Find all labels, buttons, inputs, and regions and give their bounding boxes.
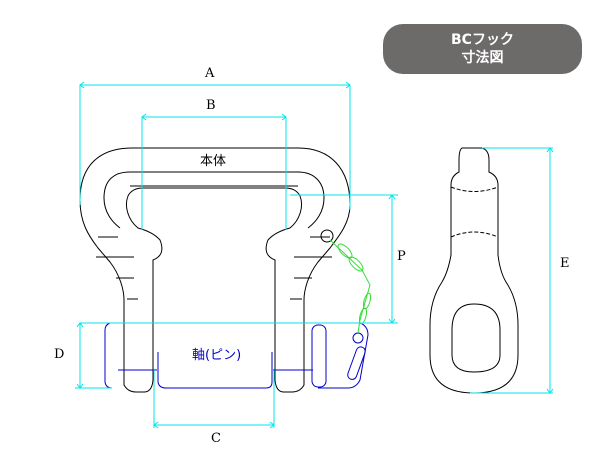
dimension-label-a: A — [204, 66, 215, 81]
hook-body-front — [79, 147, 351, 393]
dimension-label-c: C — [211, 431, 221, 446]
dimension-label-p: P — [397, 249, 406, 264]
dimension-label-e: E — [560, 256, 570, 271]
pin — [104, 322, 369, 389]
badge-title: BCフック — [451, 32, 514, 48]
dimension-label-b: B — [206, 98, 216, 113]
dimension-label-d: D — [54, 347, 64, 362]
body-label: 本体 — [200, 154, 226, 169]
safety-chain — [329, 239, 372, 334]
title-badge: BCフック 寸法図 — [383, 24, 582, 74]
pin-label: 軸(ピン) — [192, 348, 241, 363]
badge-subtitle: 寸法図 — [461, 50, 504, 66]
hook-side-view — [429, 147, 519, 394]
dimension-lines — [75, 81, 554, 429]
